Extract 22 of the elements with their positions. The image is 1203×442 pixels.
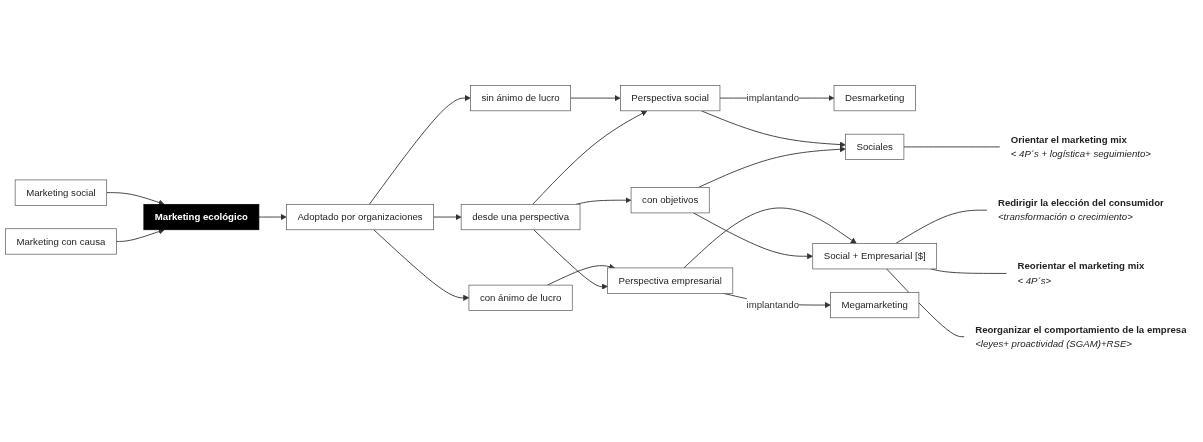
edge-label: implantando xyxy=(746,299,799,311)
node-box: Perspectiva empresarial xyxy=(607,267,734,294)
node-text: Redirigir la elección del consumidor <transformación o crecimiento> xyxy=(997,197,1164,223)
connector xyxy=(895,209,988,244)
node-box: Perspectiva social xyxy=(620,85,721,112)
node-box: Sociales xyxy=(845,133,905,160)
node-box: con objetivos xyxy=(630,187,710,214)
node-box: Social + Empresarial [$] xyxy=(812,243,938,270)
node-text: Reorganizar el comportamiento de la empresa <leyes+ proactividad (SGAM)+RSE> xyxy=(975,323,1187,350)
node-box: Marketing con causa xyxy=(5,228,117,255)
connector xyxy=(903,146,1001,148)
node-box: sin ánimo de lucro xyxy=(470,85,571,112)
node-box: Adoptado por organizaciones xyxy=(286,204,434,231)
node-box: Desmarketing xyxy=(833,85,916,112)
node-text: Reorientar el marketing mix < 4P´s> xyxy=(1017,260,1145,286)
node-box: Marketing ecológico xyxy=(143,204,260,231)
node-box: Megamarketing xyxy=(830,292,920,319)
node-box: con ánimo de lucro xyxy=(468,284,573,311)
node-box: desde una perspectiva xyxy=(460,204,581,231)
edge-label: implantando xyxy=(746,92,799,104)
node-box: Marketing social xyxy=(14,179,108,206)
node-text: Orientar el marketing mix < 4P´s + logística+ seguimiento> xyxy=(1010,133,1151,160)
